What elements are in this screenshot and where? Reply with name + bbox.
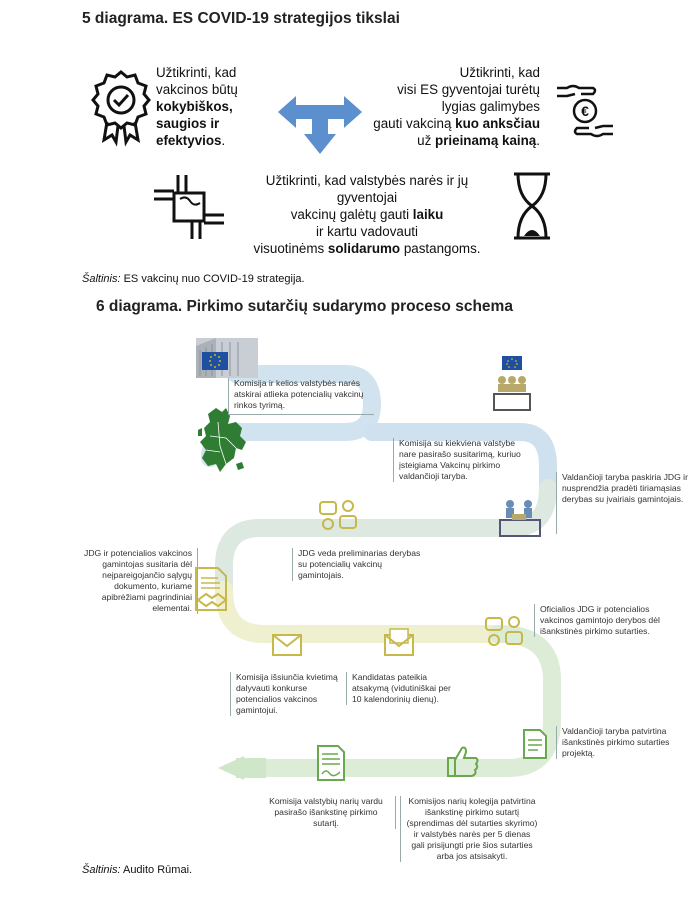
step-11-text: Komisijos narių kolegija patvirtina išan… <box>400 796 538 862</box>
governing-board-icon <box>493 356 531 411</box>
step-9-text: Valdančioji taryba patvirtina išankstinė… <box>556 726 672 759</box>
preliminary-talks-icon <box>319 500 357 530</box>
three-way-arrow-icon <box>278 96 362 154</box>
svg-text:€: € <box>581 103 589 119</box>
step-1-text: Komisija ir kelios valstybės narės atski… <box>228 378 374 415</box>
step-2-text: Komisija su kiekviena valstybe nare pasi… <box>393 438 533 482</box>
step-3-text: Valdančioji taryba paskiria JDG ir nuspr… <box>556 472 688 534</box>
signed-contract-icon <box>317 745 345 781</box>
diagram5-title: 5 diagrama. ES COVID-19 strategijos tiks… <box>82 10 400 27</box>
goal-solidarity-text: Užtikrinti, kad valstybės narės ir jų gy… <box>253 173 481 256</box>
formal-negotiation-icon <box>485 616 523 646</box>
step-10-text: Komisija valstybių narių vardu pasirašo … <box>262 796 396 829</box>
diagram6-title: 6 diagrama. Pirkimo sutarčių sudarymo pr… <box>96 298 513 315</box>
diagram5-source: Šaltinis: ES vakcinų nuo COVID-19 strate… <box>82 273 305 285</box>
thumbs-up-icon <box>447 746 479 777</box>
goal-access-text: Užtikrinti, kad visi ES gyventojai turėt… <box>373 65 540 148</box>
step-8-text: Kandidatas pateikia atsakymą (vidutinišk… <box>346 672 456 705</box>
term-sheet-icon <box>195 567 228 611</box>
draft-contract-icon <box>523 729 547 759</box>
step-5-text: JDG ir potencialios vakcinos gamintojas … <box>82 548 198 614</box>
euro-hands-icon: € <box>557 84 613 138</box>
step-4-text: JDG veda preliminarias derybas su potenc… <box>292 548 430 581</box>
diagram6-source: Šaltinis: Audito Rūmai. <box>82 864 193 876</box>
goal-quality-text: Užtikrinti, kad vakcinos būtų kokybiškos… <box>156 65 238 148</box>
eu-map-icon <box>198 408 246 472</box>
quality-badge-icon <box>91 70 151 147</box>
step-7-text: Komisija išsiunčia kvietimą dalyvauti ko… <box>230 672 346 716</box>
step-6-text: Oficialios JDG ir potencialios vakcinos … <box>534 604 662 637</box>
commission-building-image <box>196 338 258 378</box>
invitation-email-icon <box>272 634 302 656</box>
negotiation-table-icon <box>499 500 541 537</box>
response-email-icon <box>384 628 414 656</box>
joined-hands-icon <box>154 175 224 239</box>
hourglass-icon <box>514 172 550 240</box>
